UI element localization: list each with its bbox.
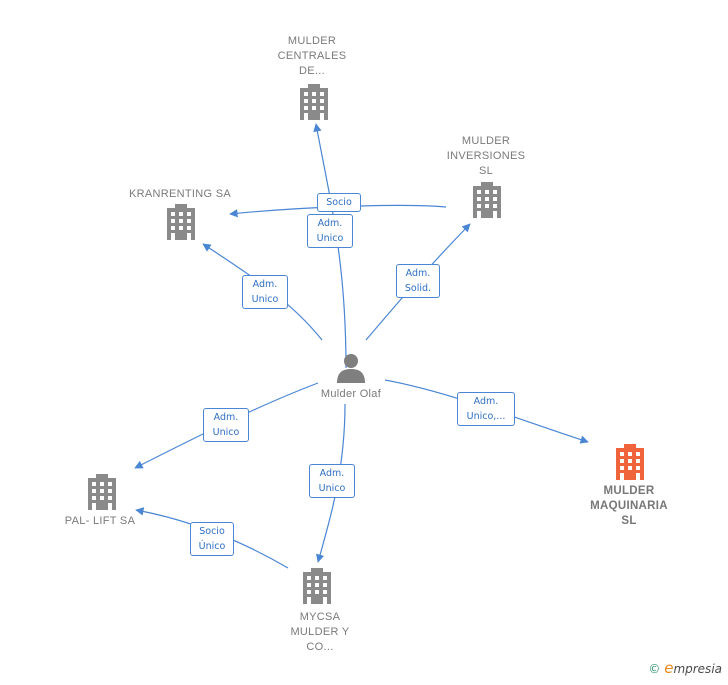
- mulder-inversiones-label[interactable]: MULDER INVERSIONES SL: [446, 135, 526, 177]
- edge-label-inversiones: Adm. Solid.: [396, 264, 440, 298]
- mulder-maquinaria-building-icon[interactable]: [616, 444, 644, 480]
- mulder-maquinaria-label[interactable]: MULDER MAQUINARIA SL: [590, 485, 668, 527]
- mulder-inversiones-building-icon[interactable]: [473, 182, 501, 218]
- pal-lift-label[interactable]: PAL- LIFT SA: [64, 515, 136, 527]
- mycsa-label[interactable]: MYCSA MULDER Y CO...: [290, 611, 350, 653]
- person-icon[interactable]: [337, 354, 365, 383]
- empresia-watermark: © empresia: [648, 659, 722, 677]
- mulder-centrales-label[interactable]: MULDER CENTRALES DE...: [277, 35, 347, 77]
- mulder-centrales-building-icon[interactable]: [300, 84, 328, 120]
- pal-lift-building-icon[interactable]: [88, 474, 116, 510]
- edge-label-centrales: Adm. Unico: [307, 214, 353, 248]
- mulder-olaf-label[interactable]: Mulder Olaf: [320, 388, 382, 400]
- brand-rest: mpresia: [673, 662, 722, 676]
- edge-label-socio: Socio: [317, 193, 361, 212]
- edge-label-pallift: Adm. Unico: [203, 408, 249, 442]
- copyright-symbol: ©: [648, 662, 661, 676]
- kranrenting-building-icon[interactable]: [167, 204, 195, 240]
- brand-e: e: [664, 659, 674, 677]
- edge-label-maquinaria: Adm. Unico,...: [457, 392, 515, 426]
- edge-label-mycsa-pallift: Socio Único: [190, 522, 234, 556]
- edge-label-kran: Adm. Unico: [242, 275, 288, 309]
- kranrenting-label[interactable]: KRANRENTING SA: [129, 188, 231, 200]
- edge-label-mycsa: Adm. Unico: [309, 464, 355, 498]
- mycsa-building-icon[interactable]: [303, 568, 331, 604]
